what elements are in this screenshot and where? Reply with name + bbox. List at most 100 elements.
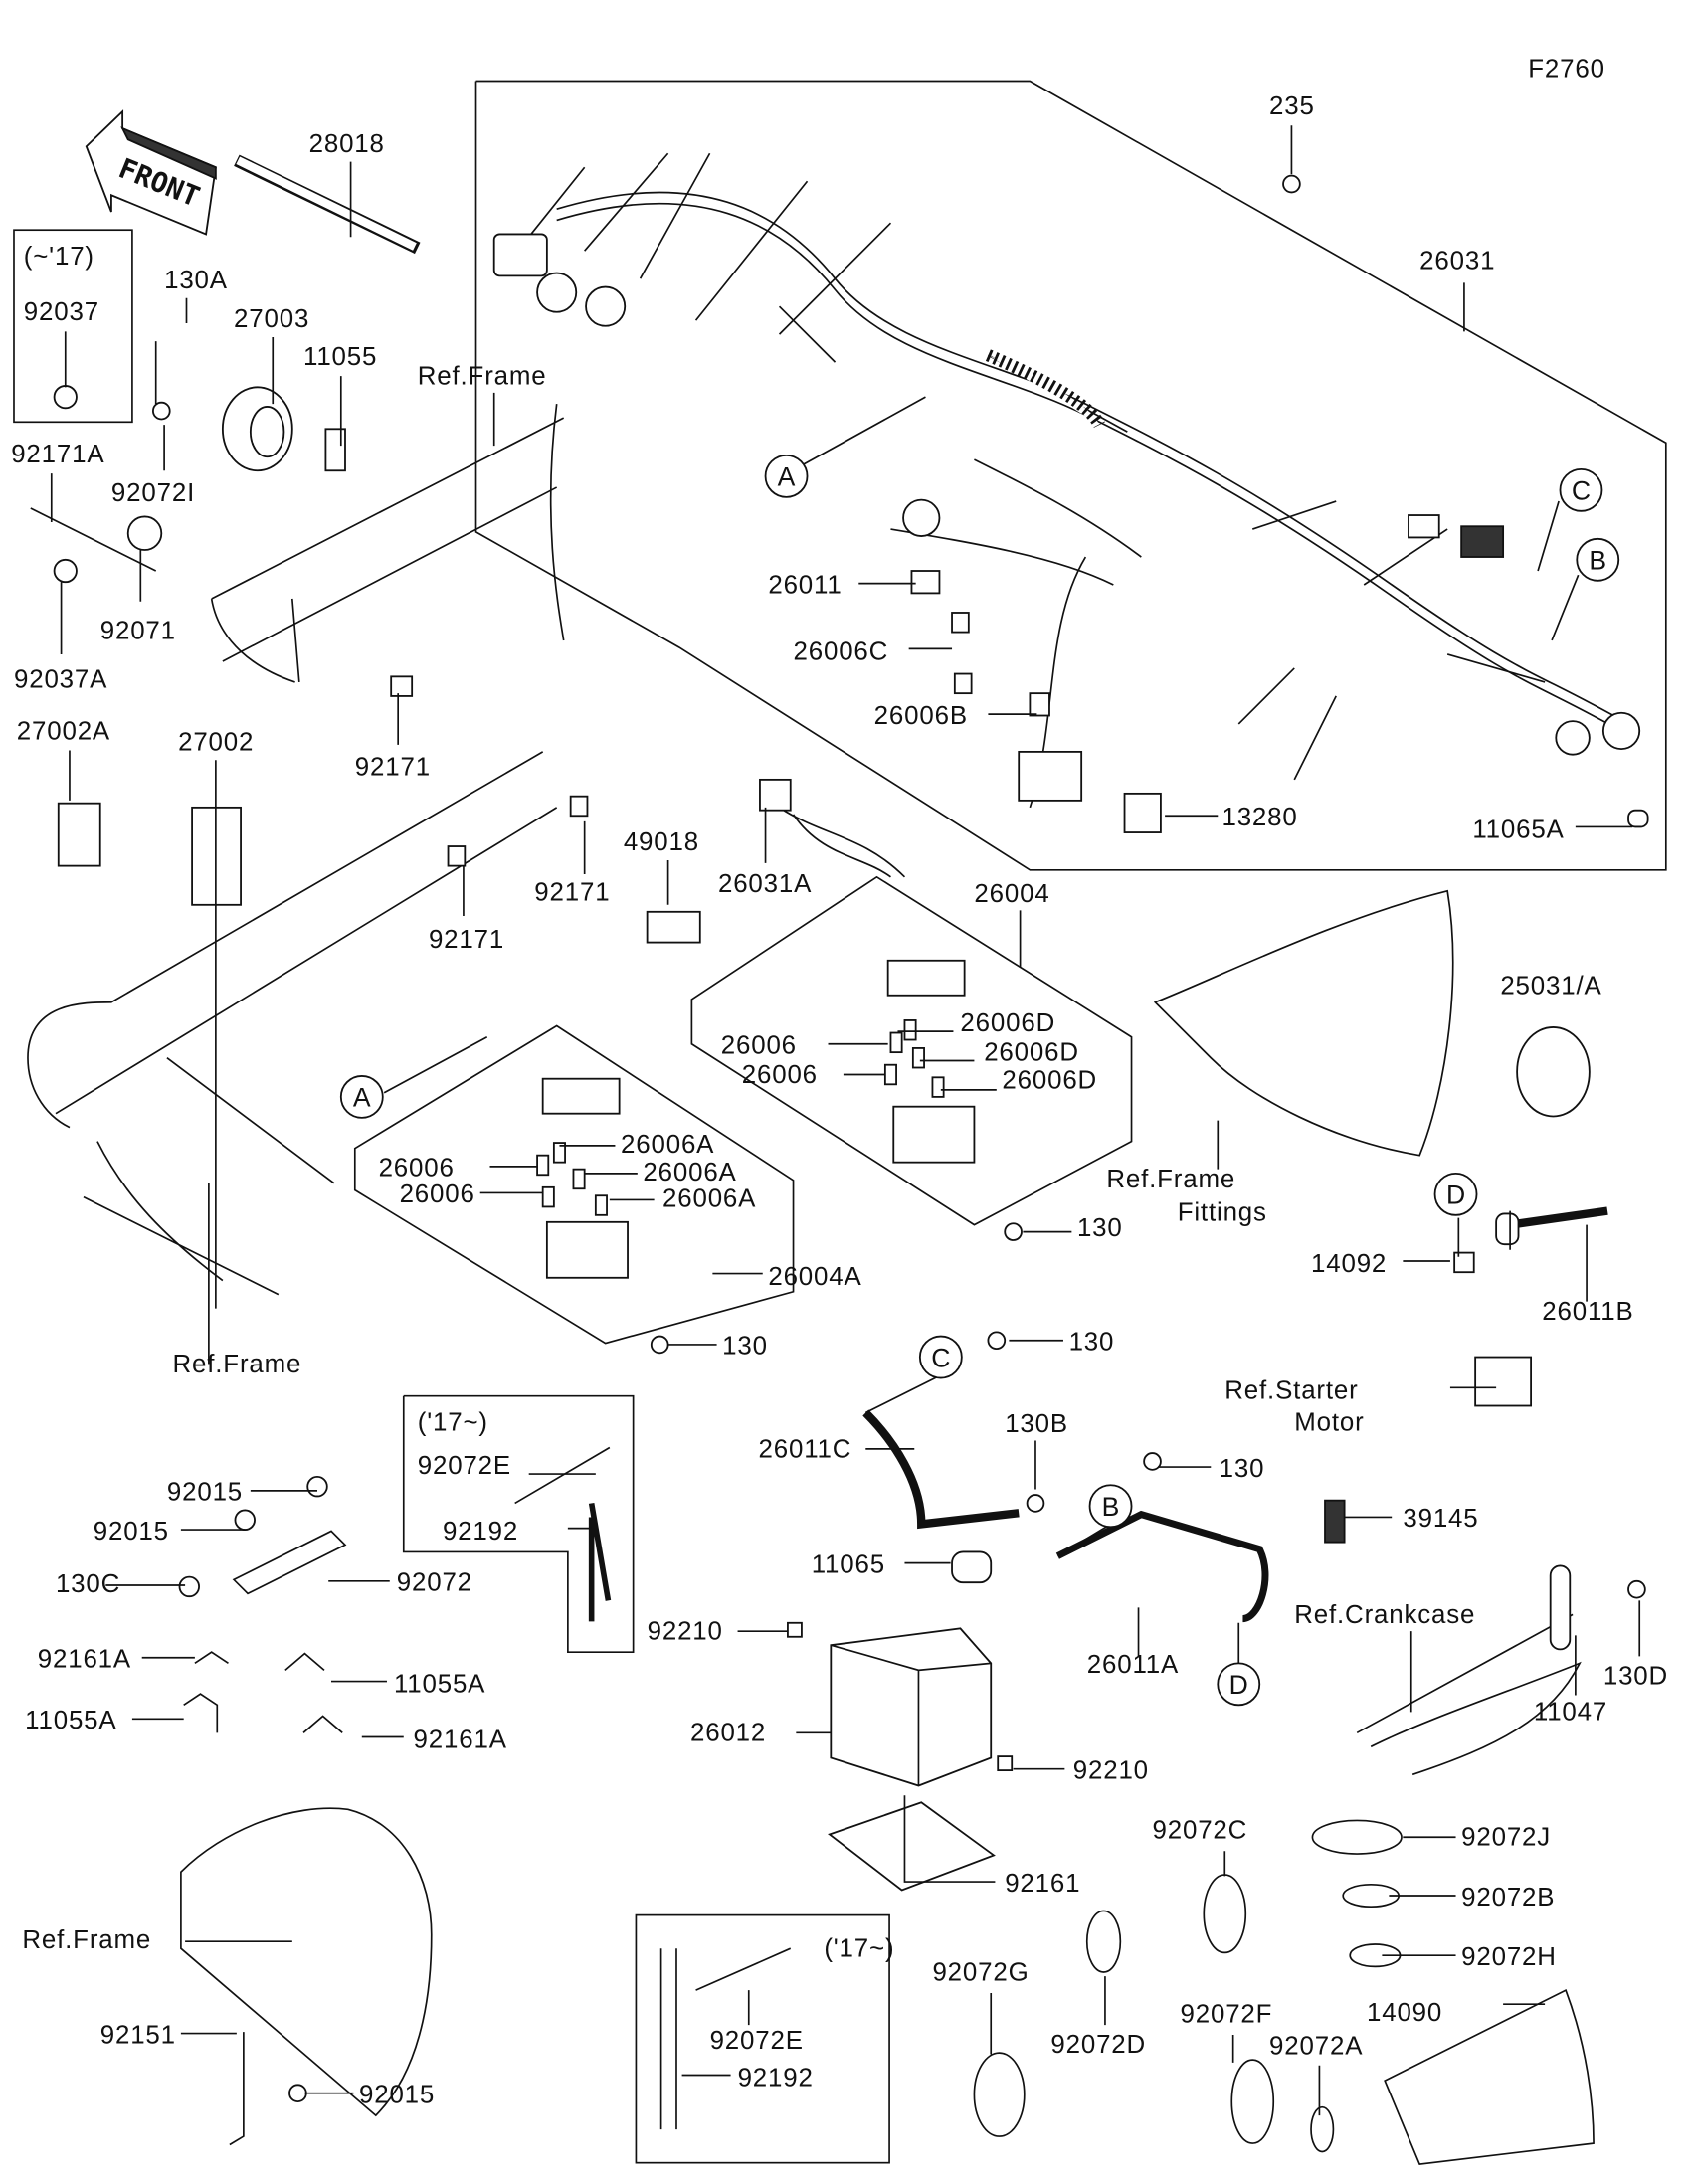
part-number-label: 26031A	[718, 870, 812, 898]
part-number-label: 11055A	[394, 1671, 485, 1699]
part-number-label: 92072D	[1050, 2031, 1146, 2059]
part-number-label: 26004	[974, 880, 1049, 908]
part-number-label: 25031/A	[1500, 972, 1601, 1000]
part-number-label: 130C	[56, 1570, 120, 1598]
ref-marker-c: C	[918, 1335, 963, 1379]
part-number-label: 92151	[100, 2021, 176, 2049]
part-number-label: 92037A	[14, 666, 107, 694]
ref-marker-c: C	[1559, 467, 1603, 512]
part-number-label: Ref.Frame	[22, 1926, 151, 1954]
part-number-label: 92072J	[1461, 1824, 1551, 1852]
ref-marker-d: D	[1217, 1662, 1261, 1707]
part-number-label: 11047	[1534, 1699, 1607, 1727]
part-number-label: 92171	[534, 879, 610, 907]
part-number-label: 92037	[24, 298, 99, 326]
part-number-label: 26006A	[643, 1159, 736, 1186]
ref-marker-label: D	[1446, 1181, 1465, 1210]
ref-marker-label: A	[353, 1083, 371, 1113]
part-number-label: 92072C	[1153, 1817, 1248, 1845]
part-number-label: 26006A	[621, 1131, 714, 1159]
harness-group-outline	[474, 80, 1667, 871]
part-number-label: 92072H	[1461, 1943, 1557, 1971]
part-number-label: 92015	[167, 1479, 243, 1507]
part-number-label: 92072E	[418, 1452, 511, 1480]
part-number-label: 39145	[1403, 1505, 1478, 1533]
part-number-label: 92192	[738, 2065, 814, 2093]
variant-box-pre17	[13, 229, 133, 424]
part-number-label: 92171A	[11, 441, 104, 468]
ref-marker-label: C	[931, 1343, 950, 1372]
part-number-label: 130B	[1005, 1410, 1068, 1438]
part-number-label: 28018	[309, 130, 385, 158]
reference-markers: A A B B C C D D	[339, 454, 1620, 1707]
part-number-label: 92161	[1005, 1870, 1080, 1898]
part-number-label: 27003	[234, 305, 309, 333]
part-number-label: 130	[722, 1333, 768, 1361]
part-number-label: Fittings	[1178, 1198, 1267, 1226]
part-number-label: Ref.Frame	[1106, 1166, 1235, 1193]
part-number-label: 14092	[1311, 1250, 1387, 1278]
variant-box-17-lower	[635, 1913, 890, 2164]
part-number-label: 92072G	[932, 1958, 1029, 1986]
ref-marker-label: A	[778, 462, 796, 492]
part-number-label: 130D	[1603, 1662, 1668, 1690]
leader-lines	[50, 125, 1641, 2116]
ref-marker-label: B	[1102, 1492, 1120, 1522]
fuse-box-drawings	[536, 959, 1023, 1355]
part-number-label: 26006B	[874, 702, 968, 730]
part-number-label: 26006	[379, 1155, 455, 1183]
part-number-label: 26006C	[794, 638, 889, 666]
part-number-label: 13280	[1221, 804, 1297, 831]
part-number-label: 92072A	[1269, 2033, 1363, 2061]
part-number-label: 27002	[178, 729, 254, 757]
part-number-label: 130	[1069, 1329, 1115, 1357]
part-number-label: Ref.Starter	[1224, 1377, 1358, 1405]
part-number-label: 92072F	[1181, 2000, 1273, 2028]
part-number-label: 92072B	[1461, 1884, 1555, 1911]
battery-drawing	[178, 1331, 1269, 2146]
ref-marker-a: A	[339, 1075, 384, 1119]
part-number-label: 26006	[400, 1181, 475, 1208]
part-number-label: 26004A	[768, 1263, 861, 1291]
ref-marker-label: B	[1589, 546, 1606, 576]
part-number-label: 26031	[1419, 247, 1495, 274]
part-number-label: 26006D	[1002, 1067, 1097, 1095]
part-number-label: 92161A	[38, 1646, 131, 1674]
part-number-label: 26006A	[662, 1184, 756, 1212]
variant-box-17-upper	[402, 1394, 635, 1654]
ref-marker-label: D	[1229, 1670, 1248, 1700]
part-number-label: Motor	[1294, 1409, 1364, 1437]
part-number-label: 92161A	[414, 1727, 507, 1754]
part-number-label: 49018	[624, 828, 699, 856]
part-number-label: 26011A	[1087, 1651, 1179, 1679]
part-number-label: 26006D	[984, 1039, 1079, 1067]
ref-marker-a: A	[764, 454, 809, 498]
part-number-label: 26006	[721, 1032, 797, 1060]
part-number-label: 92171	[429, 926, 504, 954]
ref-marker-d: D	[1433, 1172, 1478, 1216]
part-number-label: F2760	[1528, 55, 1605, 83]
fuse-box-26004-outline	[690, 875, 1133, 1226]
horn-and-frame-drawing	[27, 154, 701, 1296]
part-number-label: 26006	[742, 1061, 818, 1089]
part-number-label: 26012	[690, 1720, 766, 1747]
part-number-label: 92072I	[111, 479, 195, 507]
part-number-label: 26011C	[759, 1435, 852, 1463]
part-number-label: 235	[1269, 92, 1315, 120]
part-number-label: 11065	[812, 1550, 885, 1578]
part-number-label: 26011	[768, 571, 842, 599]
part-number-label: 92071	[100, 618, 176, 645]
part-number-label: 130	[1220, 1455, 1265, 1483]
part-number-label: 92015	[359, 2082, 435, 2109]
part-number-label: ('17~)	[824, 1935, 894, 1963]
ref-marker-b: B	[1088, 1484, 1133, 1529]
part-number-label: 130	[1077, 1214, 1123, 1242]
part-number-label: 92210	[1073, 1756, 1149, 1784]
part-number-label: 27002A	[17, 717, 110, 745]
part-number-label: 92210	[648, 1618, 723, 1646]
part-number-label: Ref.Crankcase	[1294, 1601, 1475, 1629]
part-number-label: 92072E	[710, 2027, 804, 2055]
part-callout-labels: F27602352603128018(~'17)92037130A2700311…	[11, 55, 1668, 2109]
part-number-label: 92171	[355, 754, 431, 782]
